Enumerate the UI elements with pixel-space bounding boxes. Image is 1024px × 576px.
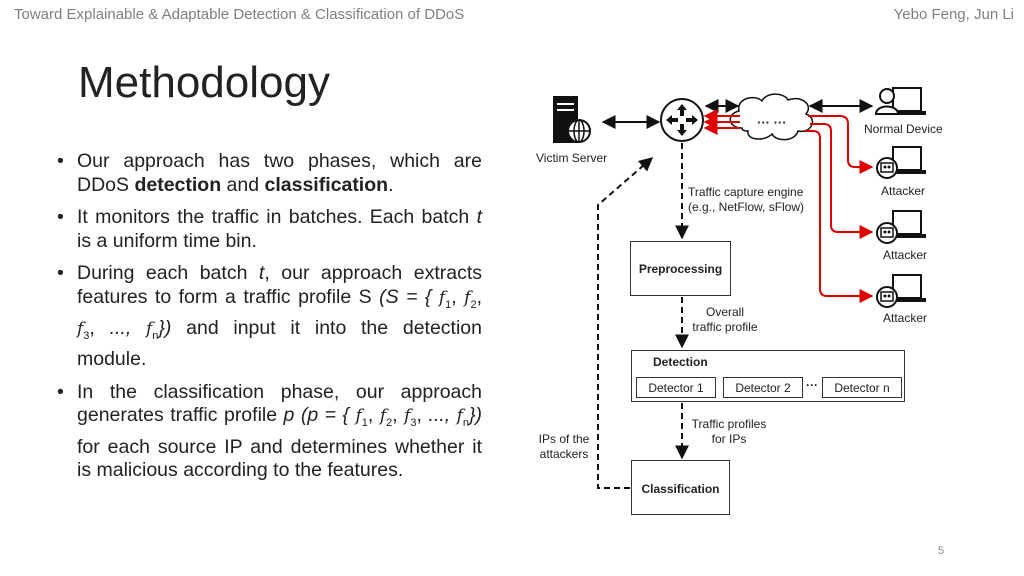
detector-1: Detector 1 <box>636 377 716 398</box>
normal-device-icon <box>874 87 926 115</box>
attacker-label-1: Attacker <box>881 184 926 198</box>
detector-2: Detector 2 <box>723 377 803 398</box>
detector-ellipsis: ··· <box>806 378 818 392</box>
server-icon <box>553 96 591 143</box>
slide-header-title: Toward Explainable & Adaptable Detection… <box>14 6 465 23</box>
classification-box: Classification <box>631 460 730 515</box>
attack-traffic-arrows <box>703 109 874 303</box>
bullet-batches: It monitors the traffic in batches. Each… <box>57 206 482 253</box>
attacker-icon <box>876 210 926 244</box>
victim-server-label: Victim Server <box>536 151 608 165</box>
bullet-phases: Our approach has two phases, which are D… <box>57 150 482 197</box>
ips-of-attackers-label: IPs of the attackers <box>538 432 590 461</box>
slide-header-authors: Yebo Feng, Jun Li <box>893 6 1014 23</box>
bullet-traffic-profile: During each batch t, our approach extrac… <box>57 262 482 372</box>
internet-cloud-icon <box>729 93 814 141</box>
detection-box: Detection Detector 1 Detector 2 ··· Dete… <box>631 350 905 402</box>
detector-n: Detector n <box>822 377 902 398</box>
traffic-profiles-label: Traffic profiles for IPs <box>691 417 767 446</box>
bullet-list: Our approach has two phases, which are D… <box>57 150 482 492</box>
page-number: 5 <box>938 545 945 557</box>
slide-title: Methodology <box>78 58 330 107</box>
preprocessing-box: Preprocessing <box>630 241 731 296</box>
attacker-label-3: Attacker <box>883 311 928 325</box>
attacker-icon <box>876 274 926 308</box>
attacker-label-2: Attacker <box>883 248 928 262</box>
attacker-icon <box>876 146 926 179</box>
capture-engine-label: Traffic capture engine (e.g., NetFlow, s… <box>688 185 805 214</box>
overall-profile-label: Overall traffic profile <box>692 305 758 334</box>
bullet-classification: In the classification phase, our approac… <box>57 381 482 483</box>
cloud-label: ··· ··· <box>757 115 787 130</box>
router-icon <box>660 98 704 142</box>
normal-device-label: Normal Device <box>864 122 943 136</box>
